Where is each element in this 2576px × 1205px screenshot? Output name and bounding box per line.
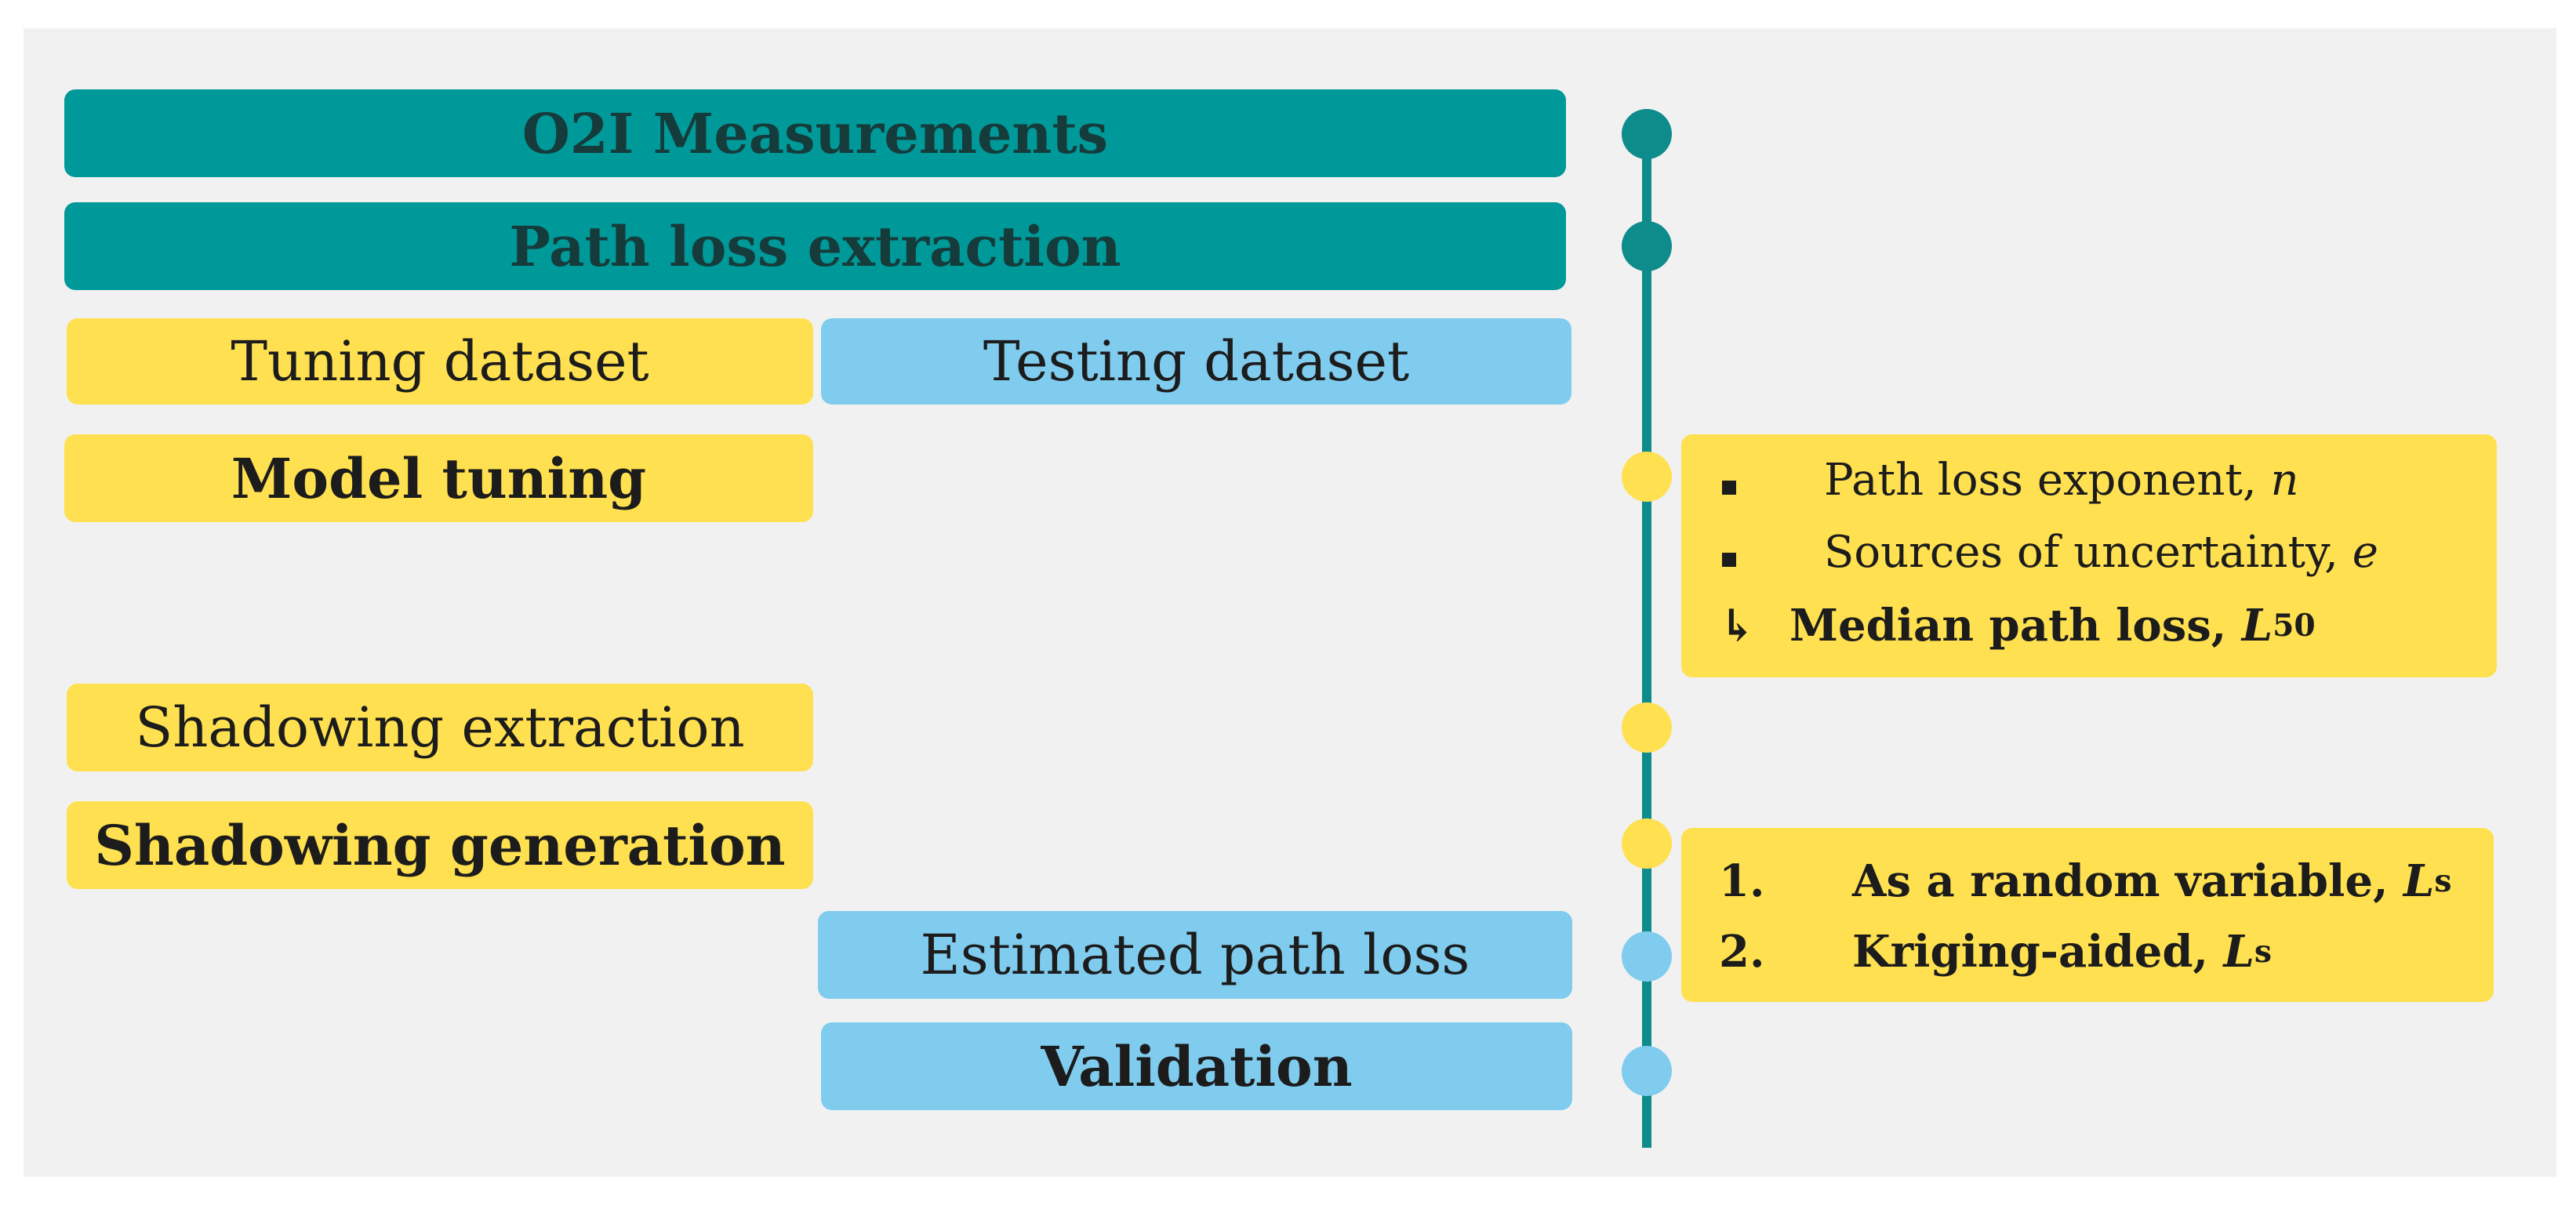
step-estimated-path-loss: Estimated path loss [818, 911, 1572, 999]
note-result-var: L [2241, 600, 2273, 651]
timeline-node-o2i [1622, 109, 1672, 159]
note-method-1-number: 1. [1719, 855, 1765, 907]
timeline-node-validation [1622, 1046, 1672, 1096]
note-item-sources-uncertainty: Sources of uncertainty, e [1722, 521, 2378, 583]
note-method-2-sub: s [2254, 934, 2272, 970]
step-testing-dataset: Testing dataset [821, 318, 1571, 405]
step-testing-dataset-label: Testing dataset [983, 329, 1410, 394]
timeline-line [1642, 127, 1651, 1148]
timeline-node-model-tuning [1622, 452, 1672, 502]
diagram-panel: O2I Measurements Path loss extraction Tu… [24, 28, 2556, 1177]
note-item-1-text: Path loss exponent, [1824, 454, 2257, 506]
step-tuning-dataset-label: Tuning dataset [231, 329, 649, 394]
bullet-square-icon [1722, 480, 1736, 495]
note-item-1-var: n [2270, 454, 2299, 506]
step-shadowing-extraction-label: Shadowing extraction [135, 695, 745, 760]
note-method-2-text: Kriging-aided, [1852, 926, 2208, 978]
step-validation-label: Validation [1041, 1033, 1353, 1099]
step-validation: Validation [821, 1022, 1572, 1110]
step-shadowing-generation-label: Shadowing generation [94, 812, 786, 878]
step-path-loss-extraction-label: Path loss extraction [509, 213, 1121, 279]
note-result-sub: 50 [2273, 608, 2316, 644]
timeline-node-pathloss [1622, 221, 1672, 271]
bullet-square-icon [1722, 552, 1736, 567]
arrow-return-icon: ↳ [1719, 600, 1756, 651]
note-result-text: Median path loss, [1789, 600, 2227, 651]
step-estimated-path-loss-label: Estimated path loss [920, 923, 1470, 987]
note-item-2-text: Sources of uncertainty, [1824, 526, 2338, 578]
note-method-2-number: 2. [1719, 926, 1765, 978]
step-model-tuning-label: Model tuning [231, 445, 647, 511]
step-model-tuning: Model tuning [64, 434, 813, 522]
model-tuning-note: Path loss exponent, n Sources of uncerta… [1681, 434, 2497, 677]
note-item-2-var: e [2352, 526, 2378, 578]
step-o2i-measurements-label: O2I Measurements [521, 100, 1109, 166]
note-method-1-text: As a random variable, [1852, 855, 2389, 907]
timeline-node-shadowing-generation [1622, 818, 1672, 869]
timeline-node-estimated [1622, 931, 1672, 982]
note-method-1-sub: s [2434, 863, 2452, 899]
step-path-loss-extraction: Path loss extraction [64, 202, 1566, 290]
step-o2i-measurements: O2I Measurements [64, 89, 1566, 177]
note-method-2-var: L [2223, 926, 2254, 978]
timeline-node-shadowing-extraction [1622, 702, 1672, 753]
note-method-1-var: L [2403, 855, 2435, 907]
note-item-path-loss-exponent: Path loss exponent, n [1722, 448, 2299, 511]
step-tuning-dataset: Tuning dataset [67, 318, 813, 405]
step-shadowing-generation: Shadowing generation [67, 801, 813, 889]
step-shadowing-extraction: Shadowing extraction [67, 684, 813, 771]
